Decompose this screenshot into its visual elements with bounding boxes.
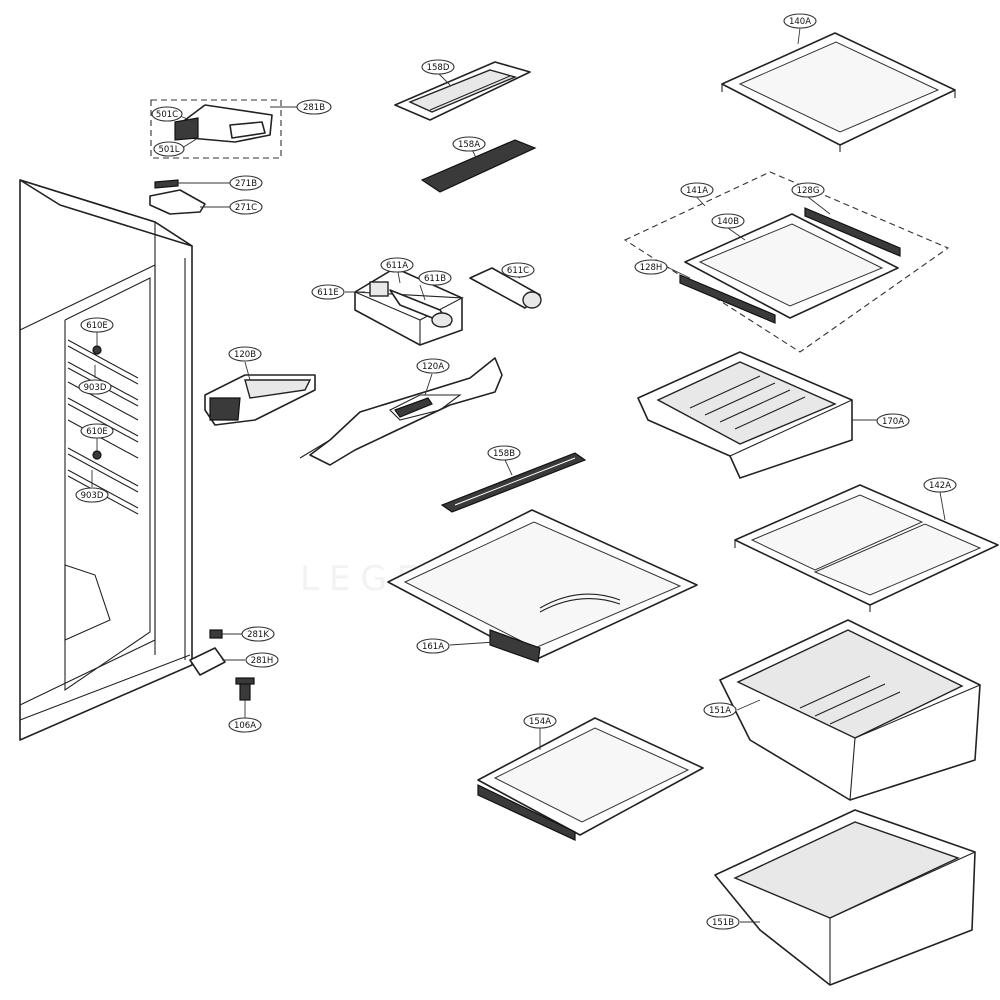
callout-154a: 154A — [523, 713, 557, 729]
callout-903d-lower: 903D — [75, 487, 109, 503]
callout-610e-upper: 610E — [80, 317, 114, 333]
callout-611c: 611C — [501, 262, 535, 278]
fridge-shelf-rails — [67, 339, 139, 515]
callout-610e-lower: 610E — [80, 423, 114, 439]
part-271-bracket — [149, 179, 206, 215]
callout-158a: 158A — [452, 136, 486, 152]
callout-281b: 281B — [296, 99, 332, 115]
part-120a-duct — [299, 357, 503, 466]
callout-label: 158D — [427, 63, 450, 73]
callout-label: 141A — [686, 186, 708, 196]
part-151b-drawer — [714, 809, 976, 986]
fridge-cabinet — [19, 179, 193, 741]
callout-158d: 158D — [421, 59, 455, 75]
part-142a-shelf — [734, 484, 999, 612]
callout-label: 161A — [422, 642, 444, 652]
part-128g-rail — [804, 207, 901, 257]
callout-label: 170A — [882, 417, 904, 427]
hinge-parts — [189, 629, 255, 701]
callout-281h: 281H — [245, 652, 279, 668]
callout-label: 140B — [717, 217, 739, 227]
callout-611b: 611B — [418, 270, 452, 286]
part-281b-bracket — [174, 104, 273, 143]
part-128h-rail — [679, 274, 776, 324]
callout-label: 271B — [235, 179, 257, 189]
callout-label: 611A — [386, 261, 408, 271]
callout-label: 158A — [458, 140, 480, 150]
callout-140a: 140A — [783, 13, 817, 29]
callout-label: 281H — [251, 656, 274, 666]
callout-label: 151B — [712, 918, 734, 928]
callout-128h: 128H — [634, 259, 668, 275]
callout-271c: 271C — [229, 199, 263, 215]
part-158a-filter — [420, 139, 537, 193]
callouts: 281B 501C 501L 271B 271C 158D 158A 140A … — [75, 13, 957, 930]
callout-501c: 501C — [151, 106, 183, 122]
part-120b-box — [204, 374, 316, 426]
part-611-assembly — [354, 267, 465, 346]
leader-lines — [91, 27, 946, 923]
callout-158b: 158B — [487, 445, 521, 461]
part-151a-drawer — [719, 619, 981, 801]
callout-label: 151A — [709, 706, 731, 716]
callout-label: 611C — [507, 266, 529, 276]
callout-120b: 120B — [228, 346, 262, 362]
callout-label: 154A — [529, 717, 551, 727]
callout-170a: 170A — [876, 413, 910, 429]
callout-140b: 140B — [711, 213, 745, 229]
callout-label: 611B — [424, 274, 446, 284]
callout-label: 106A — [234, 721, 256, 731]
callout-label: 501L — [159, 145, 180, 155]
callout-label: 120A — [422, 362, 444, 372]
callout-label: 281B — [303, 103, 325, 113]
part-158d-cover — [394, 61, 531, 121]
callout-label: 120B — [234, 350, 256, 360]
callout-611a: 611A — [380, 257, 414, 273]
part-170a-drawer — [637, 351, 853, 479]
callout-151a: 151A — [703, 702, 737, 718]
callout-501l: 501L — [153, 141, 185, 157]
callout-label: 128G — [797, 186, 820, 196]
part-158b-rail — [440, 452, 587, 513]
callout-label: 158B — [493, 449, 515, 459]
callout-label: 501C — [156, 110, 178, 120]
callout-161a: 161A — [416, 638, 450, 654]
group-box-141a — [623, 171, 950, 353]
part-154a-tray — [477, 717, 704, 841]
callout-label: 611E — [317, 288, 339, 298]
callout-label: 610E — [86, 427, 108, 437]
part-140b-shelf — [684, 213, 899, 319]
callout-903d-upper: 903D — [78, 379, 112, 395]
callout-label: 140A — [789, 17, 811, 27]
callout-label: 903D — [84, 383, 107, 393]
callout-141a: 141A — [680, 182, 714, 198]
callout-label: 128H — [640, 263, 663, 273]
callout-120a: 120A — [416, 358, 450, 374]
callout-label: 271C — [235, 203, 257, 213]
callout-271b: 271B — [229, 175, 263, 191]
callout-611e: 611E — [311, 284, 345, 300]
part-140a-shelf — [721, 32, 956, 152]
callout-281k: 281K — [241, 626, 275, 642]
callout-106a: 106A — [228, 717, 262, 733]
callout-128g: 128G — [791, 182, 825, 198]
callout-label: 903D — [81, 491, 104, 501]
part-611c-tube — [469, 267, 542, 309]
callout-label: 281K — [247, 630, 269, 640]
callout-142a: 142A — [923, 477, 957, 493]
callout-label: 142A — [929, 481, 951, 491]
group-box-281b — [150, 99, 282, 159]
callout-151b: 151B — [706, 914, 740, 930]
part-161a-shelf — [387, 509, 698, 663]
callout-label: 610E — [86, 321, 108, 331]
